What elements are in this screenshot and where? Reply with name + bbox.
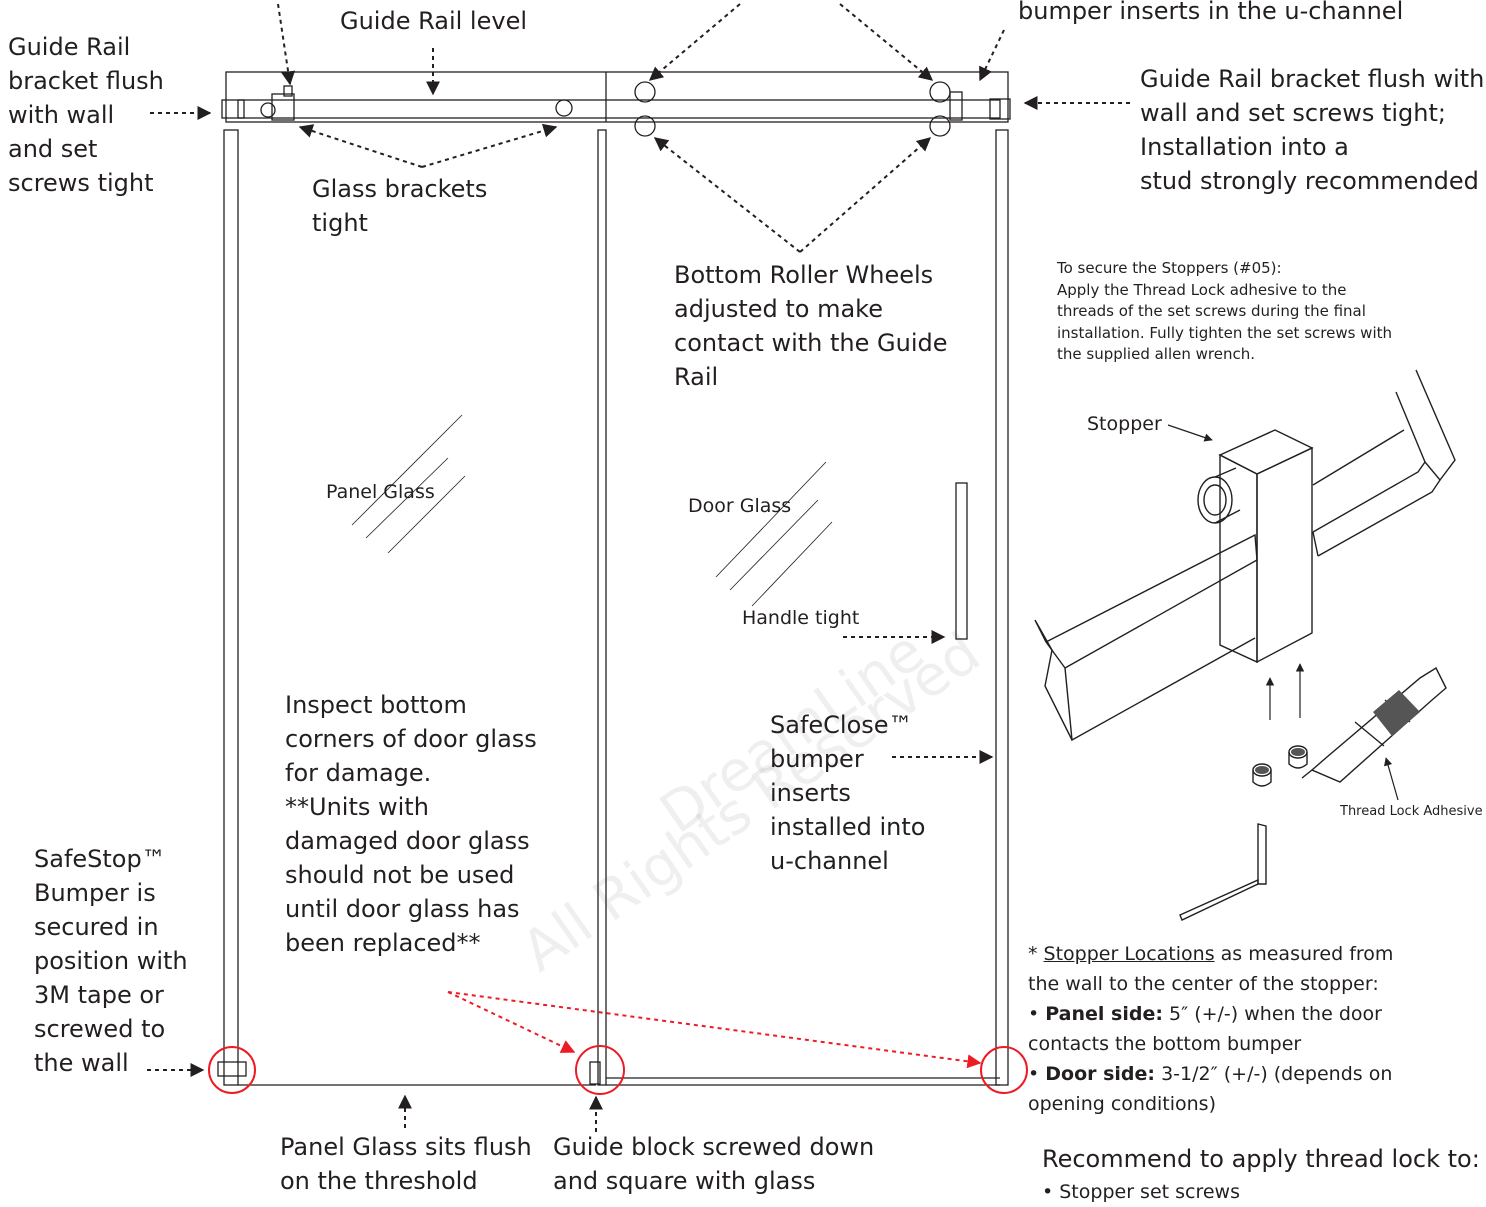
roller-wheel <box>929 115 951 137</box>
stopper-detail <box>1034 369 1456 921</box>
panel-glass <box>223 129 239 1086</box>
stopper-locations-star: * <box>1028 943 1044 965</box>
bumper-highlight-left <box>208 1046 256 1094</box>
stopper-locations-title: Stopper Locations <box>1043 943 1215 965</box>
panel-bullet: • <box>1028 1003 1046 1025</box>
door-bullet: • <box>1028 1063 1046 1085</box>
label-door-glass: Door Glass <box>688 495 792 517</box>
door-side-text: 3-1/2″ (+/-) (depends on <box>1155 1063 1393 1085</box>
label-panel-flush: Panel Glass sits flush on the threshold <box>280 1133 532 1195</box>
label-safestop: SafeStop™ Bumper is secured in position … <box>34 845 188 1077</box>
label-stopper: Stopper <box>1087 413 1162 435</box>
label-roller-wheels: Bottom Roller Wheels adjusted to make co… <box>674 261 948 391</box>
bumper-highlight-center <box>575 1045 625 1095</box>
stopper-locations-door-2: opening conditions) <box>1028 1093 1216 1115</box>
label-safeclose: SafeClose™ bumper inserts installed into… <box>770 711 926 875</box>
bumper-highlight-right <box>980 1046 1028 1094</box>
label-stoppers-note: To secure the Stoppers (#05): Apply the … <box>1057 259 1392 363</box>
label-recommend-item: • Stopper set screws <box>1042 1181 1240 1203</box>
label-guide-block: Guide block screwed down and square with… <box>553 1133 875 1195</box>
panel-side-text: 5″ (+/-) when the door <box>1162 1003 1382 1025</box>
stopper-locations-door: • Door side: 3-1/2″ (+/-) (depends on <box>1028 1060 1392 1089</box>
stopper-locations-line2: the wall to the center of the stopper: <box>1028 973 1379 995</box>
guide-rail <box>237 99 1001 119</box>
label-thread-lock-adhesive: Thread Lock Adhesive <box>1340 804 1483 819</box>
roller-wheel <box>929 81 951 103</box>
panel-side-label: Panel side: <box>1045 1003 1163 1025</box>
roller-wheel <box>634 115 656 137</box>
stopper-locations-intro: as measured from <box>1214 943 1394 965</box>
handle <box>955 482 968 640</box>
label-inspect: Inspect bottom corners of door glass for… <box>285 691 537 957</box>
label-glass-brackets: Glass brackets tight <box>312 175 488 237</box>
label-right-bracket: Guide Rail bracket flush with wall and s… <box>1140 65 1485 195</box>
roller-wheel <box>634 81 656 103</box>
label-left-bracket: Guide Rail bracket flush with wall and s… <box>8 33 164 197</box>
stopper-locations-line1: * Stopper Locations as measured from <box>1028 940 1393 969</box>
label-recommend: Recommend to apply thread lock to: <box>1042 1145 1480 1173</box>
label-panel-glass: Panel Glass <box>326 481 435 503</box>
label-handle-tight: Handle tight <box>742 607 860 629</box>
label-guide-rail-level: Guide Rail level <box>340 7 527 35</box>
stopper-locations-panel: • Panel side: 5″ (+/-) when the door <box>1028 1000 1382 1029</box>
stopper-locations-panel-2: contacts the bottom bumper <box>1028 1033 1302 1055</box>
door-side-label: Door side: <box>1045 1063 1156 1085</box>
header-frame <box>225 71 1009 123</box>
label-bumper-inserts-top: bumper inserts in the u-channel <box>1018 0 1404 25</box>
door-glass <box>995 129 1009 1086</box>
